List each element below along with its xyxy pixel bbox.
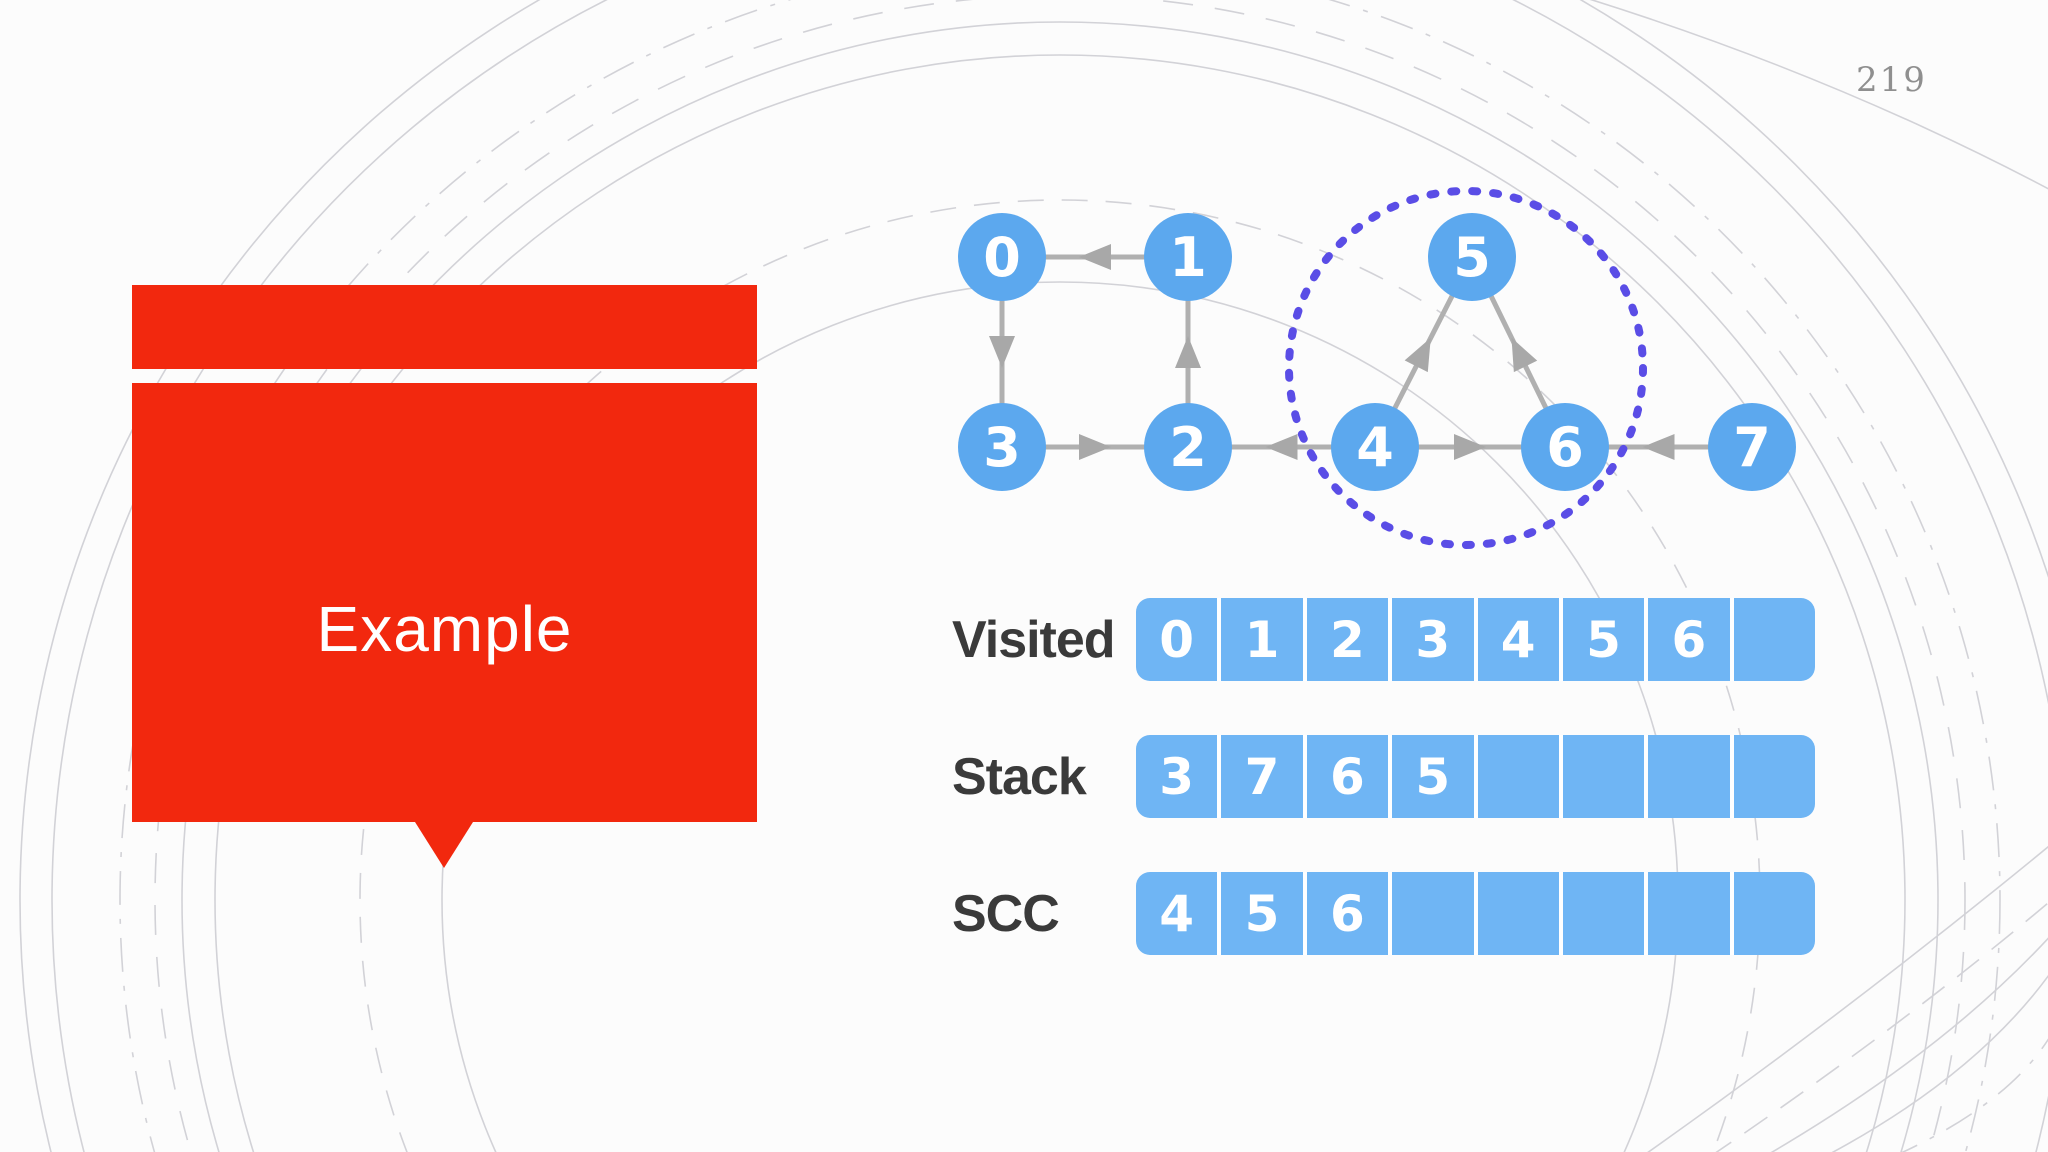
array-cell [1733, 598, 1815, 681]
array-cell: 0 [1136, 598, 1218, 681]
callout-body: Example [132, 383, 757, 822]
array-cell: 5 [1221, 872, 1303, 955]
graph-node-4: 4 [1331, 403, 1419, 491]
array-cell: 7 [1221, 735, 1303, 818]
array-cell [1477, 735, 1559, 818]
arrowhead-icon [1079, 244, 1111, 270]
callout-top-bar [132, 285, 757, 369]
array-cell [1733, 872, 1815, 955]
graph-node-5: 5 [1428, 213, 1516, 301]
array-cell [1562, 872, 1645, 955]
arrowhead-icon [1079, 434, 1111, 460]
array-cell [1648, 735, 1730, 818]
array-cell [1648, 872, 1730, 955]
graph-node-6: 6 [1521, 403, 1609, 491]
page-number: 219 [1856, 60, 1927, 100]
graph-node-7: 7 [1708, 403, 1796, 491]
array-cell [1562, 735, 1645, 818]
arrowhead-icon [1642, 434, 1675, 460]
array-cell [1477, 872, 1559, 955]
array-cell: 5 [1392, 735, 1474, 818]
array-cell: 2 [1306, 598, 1389, 681]
array-cell: 4 [1477, 598, 1559, 681]
array-cell: 1 [1221, 598, 1303, 681]
arrowhead-icon [1265, 434, 1298, 460]
array-cell: 3 [1136, 735, 1218, 818]
array-cell: 5 [1562, 598, 1645, 681]
array-cell: 6 [1306, 872, 1389, 955]
callout-tail-pointer [415, 822, 473, 868]
arrowhead-icon [989, 336, 1015, 368]
array-cell: 4 [1136, 872, 1218, 955]
arrowhead-icon [1175, 336, 1201, 368]
example-callout: Example [132, 285, 757, 868]
arrowhead-icon [1511, 337, 1538, 373]
arrowhead-icon [1454, 434, 1486, 460]
scc-highlight-circle [1285, 187, 1647, 549]
array-cell [1392, 872, 1474, 955]
array-cell: 6 [1306, 735, 1389, 818]
graph-node-3: 3 [958, 403, 1046, 491]
array-cell: 3 [1392, 598, 1474, 681]
graph-node-0: 0 [958, 213, 1046, 301]
array-label-stack: Stack [952, 747, 1087, 806]
callout-title: Example [316, 592, 573, 665]
array-cell [1733, 735, 1815, 818]
array-label-scc: SCC [952, 884, 1060, 943]
array-label-visited: Visited [952, 610, 1116, 669]
arrowhead-icon [1404, 337, 1431, 373]
graph-node-2: 2 [1144, 403, 1232, 491]
graph-node-1: 1 [1144, 213, 1232, 301]
array-cell: 6 [1648, 598, 1730, 681]
